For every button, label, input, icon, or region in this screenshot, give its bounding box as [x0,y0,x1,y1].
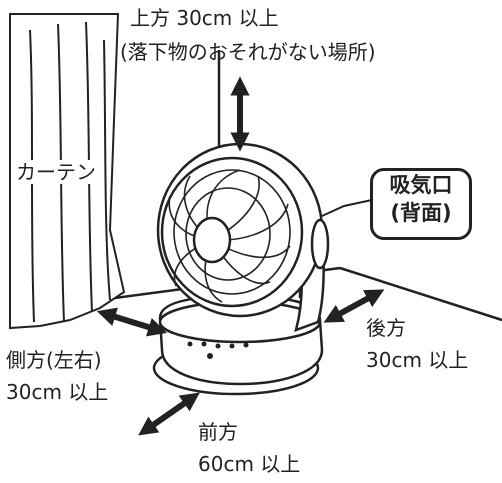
fan-hub [192,216,232,264]
intake-note: (背面) [390,201,452,225]
rear-clearance-label: 後方 [366,316,406,340]
fan-unit [152,142,330,396]
front-clearance-value: 60cm 以上 [198,452,301,476]
arrow-front [138,392,200,436]
intake-leader [321,199,373,217]
curtain-label: カーテン [14,160,98,184]
control-panel [187,341,249,359]
top-clearance-label: 上方 30cm 以上 [130,6,279,30]
side-clearance-value: 30cm 以上 [6,380,109,404]
side-clearance-label: 側方(左右) [6,348,102,372]
arrow-rear [323,289,385,323]
front-clearance-label: 前方 [198,420,238,444]
clearance-arrows [96,76,385,436]
top-clearance-note: (落下物のおそれがない場所) [120,40,376,64]
intake-label: 吸気口 [389,173,453,197]
fan-knob [310,218,330,270]
intake-callout: 吸気口 (背面) [370,168,472,240]
arrow-side [96,307,168,337]
rear-clearance-value: 30cm 以上 [366,348,469,372]
